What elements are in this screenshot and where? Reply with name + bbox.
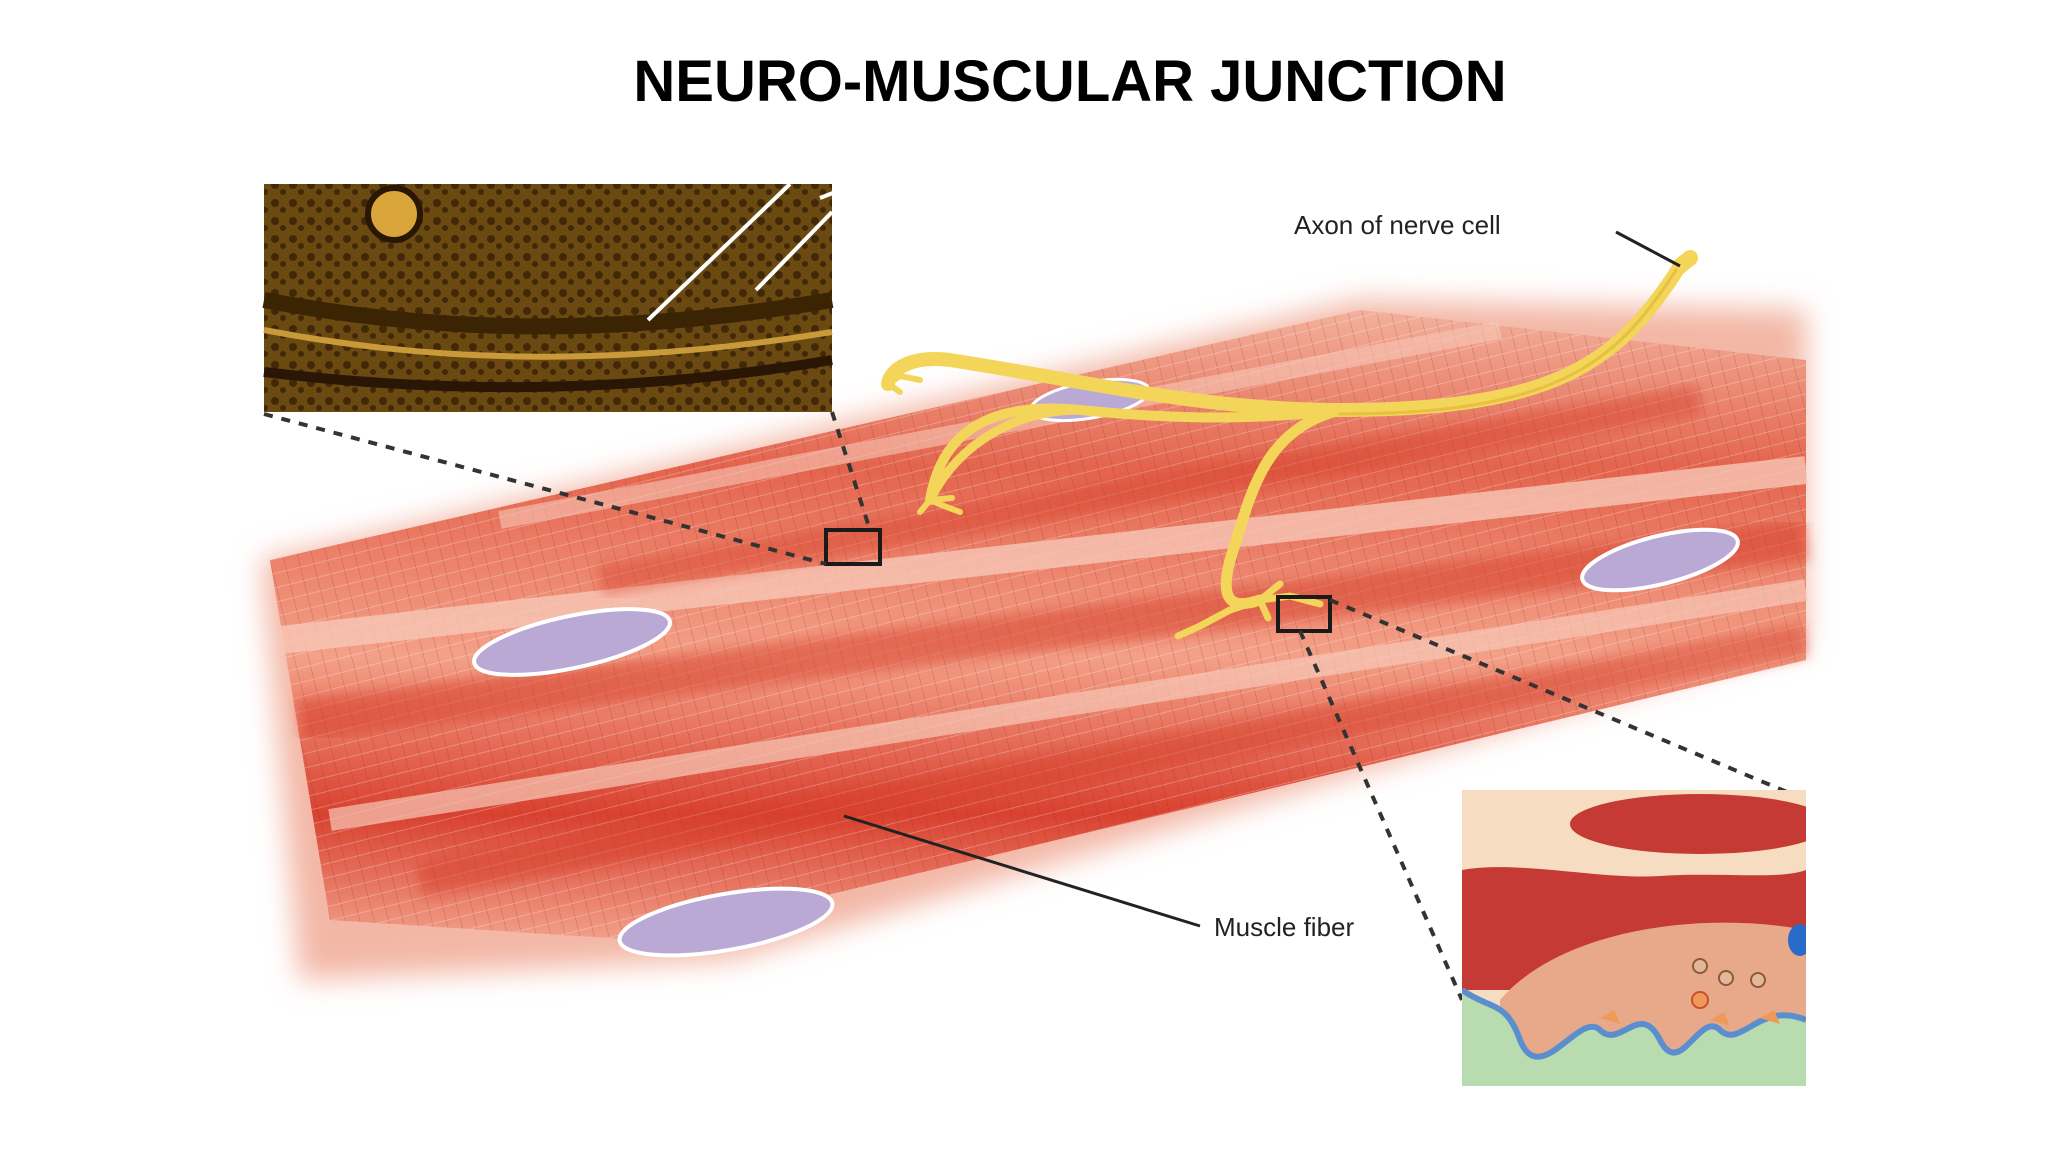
zoom-box-left (824, 528, 882, 566)
nucleus (472, 607, 672, 677)
nucleus (1580, 527, 1740, 593)
zoom-connector-lines (263, 411, 1807, 1001)
axon-nerve (881, 250, 1698, 640)
nerve-highlight (1338, 268, 1678, 416)
label-leaders (843, 230, 1681, 928)
synapse-inset (1462, 790, 1806, 1086)
muscle-fiber-bundle (262, 300, 1809, 980)
zoom-box-right (1276, 595, 1332, 633)
muscle-fiber-label: Muscle fiber (1214, 912, 1354, 942)
micrograph-inset (262, 182, 857, 412)
slide-title: NEURO-MUSCULAR JUNCTION (633, 49, 1507, 114)
axon-label: Axon of nerve cell (1294, 210, 1501, 240)
nucleus (617, 886, 835, 958)
